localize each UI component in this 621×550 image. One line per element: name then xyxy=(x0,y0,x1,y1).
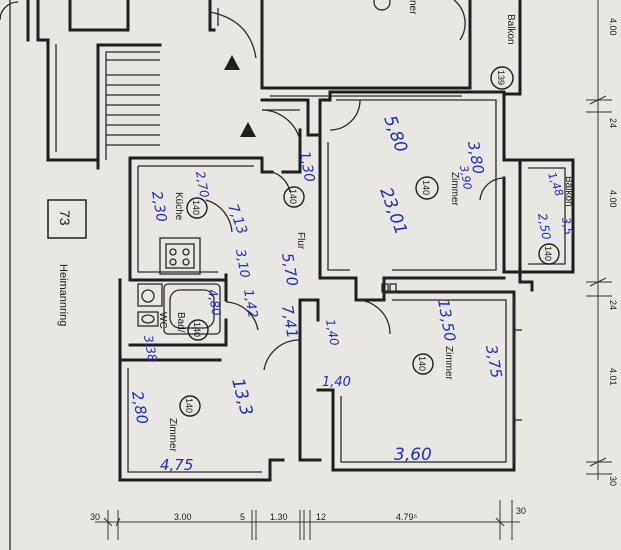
dimension-chain-right xyxy=(586,0,612,480)
dim-bottom-2: 3.00 xyxy=(174,512,192,522)
flur-code-circle xyxy=(283,186,305,208)
dim-right-3: 4.00 xyxy=(608,190,618,208)
wall-inner-lines xyxy=(55,8,566,473)
dim-right-5: 4.01 xyxy=(608,368,618,386)
bath-code-circle xyxy=(187,319,209,341)
bottom-room-label: Zimmer xyxy=(167,418,178,453)
hw-flur-b: 3,10 xyxy=(232,248,252,279)
hw-main-c: 3,90 xyxy=(457,164,474,190)
dimension-labels-right: 4.00 24 4.00 24 4.01 30 xyxy=(608,18,618,486)
bottom-room-code-circle xyxy=(179,395,201,417)
balkon-top-code: 139 xyxy=(496,70,506,85)
bad-label: Bad/ xyxy=(175,312,186,333)
right-room-code-circle xyxy=(412,353,434,375)
hw-bad-b: 4,80 xyxy=(205,288,223,317)
hw-main-a: 3,80 xyxy=(464,140,488,176)
staircase xyxy=(106,11,257,146)
hw-flur-e: 1,40 xyxy=(322,375,351,390)
dim-right-6: 30 xyxy=(608,476,618,486)
building-number-box xyxy=(47,199,87,239)
main-room-code: 140 xyxy=(421,180,431,195)
hw-kitchen-a: 2,70 xyxy=(193,170,211,199)
balkon-right-code-circle xyxy=(538,243,560,265)
street-name: Heimannring xyxy=(57,264,69,326)
main-room-code-circle xyxy=(415,176,439,200)
room-labels: Balkon 139 ner Zimmer 140 Balkon 140 Küc… xyxy=(47,0,574,453)
balkon-right-label: Balkon xyxy=(563,176,574,207)
hw-flur-area: 7,41 xyxy=(278,304,302,340)
flur-label: Flur xyxy=(295,232,306,250)
kitchen-fixtures xyxy=(159,237,201,275)
neighbor-code-circle xyxy=(373,0,391,11)
dim-bottom-1: 30 xyxy=(90,512,100,522)
doors xyxy=(0,0,505,371)
building-number: 73 xyxy=(57,210,73,226)
balkon-top-label: Balkon xyxy=(505,14,516,45)
flur-code: 140 xyxy=(288,189,298,204)
up-arrow-icon xyxy=(224,55,240,70)
dimension-labels-bottom: 30 3.00 5 1.30 12 4.79⁵ 30 xyxy=(90,506,526,522)
balkon-top-code-circle xyxy=(490,66,514,90)
bottom-room-code: 140 xyxy=(184,398,194,413)
up-arrow-icon-2 xyxy=(240,122,256,137)
hw-balkon-b: 2,50 xyxy=(535,212,553,241)
hw-flur-a: 1,30 xyxy=(296,150,317,184)
dim-bottom-6: 4.79⁵ xyxy=(396,512,418,522)
hw-bad-a: 1,42 xyxy=(240,288,260,319)
kitchen-code-circle xyxy=(186,197,208,219)
hw-right-b: 3,60 xyxy=(394,445,432,465)
dimension-chain-bottom xyxy=(95,500,520,540)
dim-right-1: 4.00 xyxy=(608,18,618,36)
hw-kitchen-b: 2,30 xyxy=(148,190,169,224)
hw-flur-c: 5,70 xyxy=(278,252,302,288)
bath-fixtures xyxy=(137,283,397,335)
dim-right-4: 24 xyxy=(608,300,618,310)
dim-bottom-5: 12 xyxy=(316,512,326,522)
balkon-right-code: 140 xyxy=(543,246,553,261)
bath-code: 140 xyxy=(192,322,202,337)
dim-bottom-4: 1.30 xyxy=(270,512,288,522)
hw-flur-d: 1,40 xyxy=(323,318,341,347)
right-room-label: Zimmer xyxy=(443,346,454,381)
dim-right-2: 24 xyxy=(608,118,618,128)
wc-label: WC xyxy=(157,312,168,329)
hw-right-a: 3,75 xyxy=(482,344,506,380)
main-room-label: Zimmer xyxy=(449,172,460,207)
neighbor-room-label: ner xyxy=(407,0,418,15)
hw-bad-c: 3,38 xyxy=(141,334,159,363)
dim-bottom-3: 5 xyxy=(240,512,245,522)
kitchen-code: 140 xyxy=(191,200,201,215)
hw-bottom-b: 4,75 xyxy=(160,456,193,474)
kitchen-label: Küche xyxy=(173,192,184,221)
right-room-code: 140 xyxy=(417,356,427,371)
hw-bottom-a: 2,80 xyxy=(128,390,152,426)
hw-balkon-c: 3,5 xyxy=(559,216,575,235)
windows xyxy=(513,300,522,462)
dim-bottom-7: 30 xyxy=(516,506,526,516)
